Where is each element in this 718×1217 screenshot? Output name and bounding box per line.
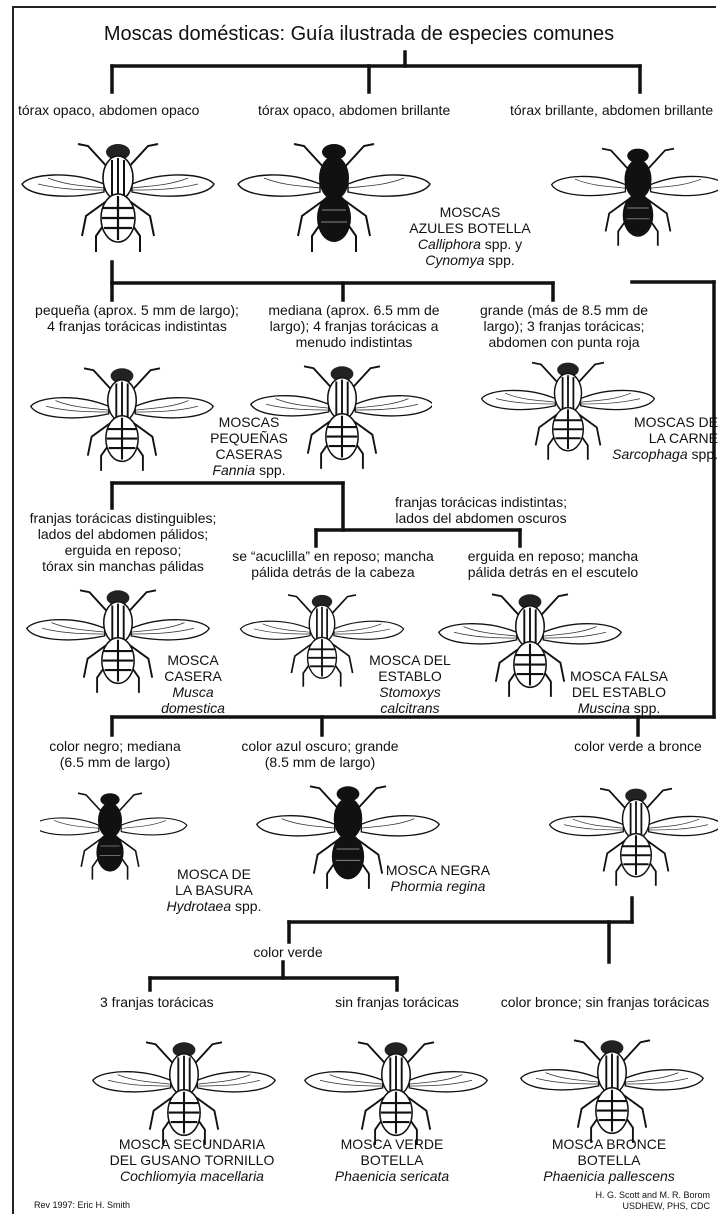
revision-note: Rev 1997: Eric H. Smith [34, 1200, 130, 1211]
fly-illustration-pallescens [512, 1022, 712, 1152]
branch-label-no-stripes: sin franjas torácicas [322, 994, 472, 1010]
bluebottle-label: MOSCAS AZULES BOTELLA Calliphora spp. y … [400, 204, 540, 268]
fly-illustration-sericata [296, 1024, 496, 1154]
page-title: Moscas domésticas: Guía ilustrada de esp… [0, 22, 718, 46]
branch-label-black: color negro; mediana(6.5 mm de largo) [40, 738, 190, 770]
branch-label-3-stripes: 3 franjas torácicas [100, 994, 210, 1010]
fly-illustration-cochliomyia [84, 1024, 284, 1154]
branch-label-dark-blue: color azul oscuro; grande(8.5 mm de larg… [232, 738, 408, 770]
fly-illustration-fannia [22, 350, 222, 480]
branch-label-small: pequeña (aprox. 5 mm de largo);4 franjas… [30, 302, 244, 334]
branch-label-indistinct-stripes: franjas torácicas indistintas;lados del … [374, 494, 588, 526]
branch-label-green-bronze: color verde a bronce [560, 738, 716, 754]
branch-label-dull-dull: tórax opaco, abdomen opaco [18, 102, 199, 118]
fly-illustration-green-bronze [538, 770, 718, 900]
branch-label-green: color verde [246, 944, 330, 960]
branch-label-shiny-shiny: tórax brillante, abdomen brillante [510, 102, 713, 118]
branch-label-bronze: color bronce; sin franjas torácicas [494, 994, 716, 1010]
branch-label-distinct-stripes: franjas torácicas distinguibles;lados de… [18, 510, 228, 574]
branch-label-dull-shiny: tórax opaco, abdomen brillante [258, 102, 450, 118]
fly-illustration-dull-dull [18, 130, 218, 270]
fly-illustration-shiny-shiny [538, 130, 718, 270]
